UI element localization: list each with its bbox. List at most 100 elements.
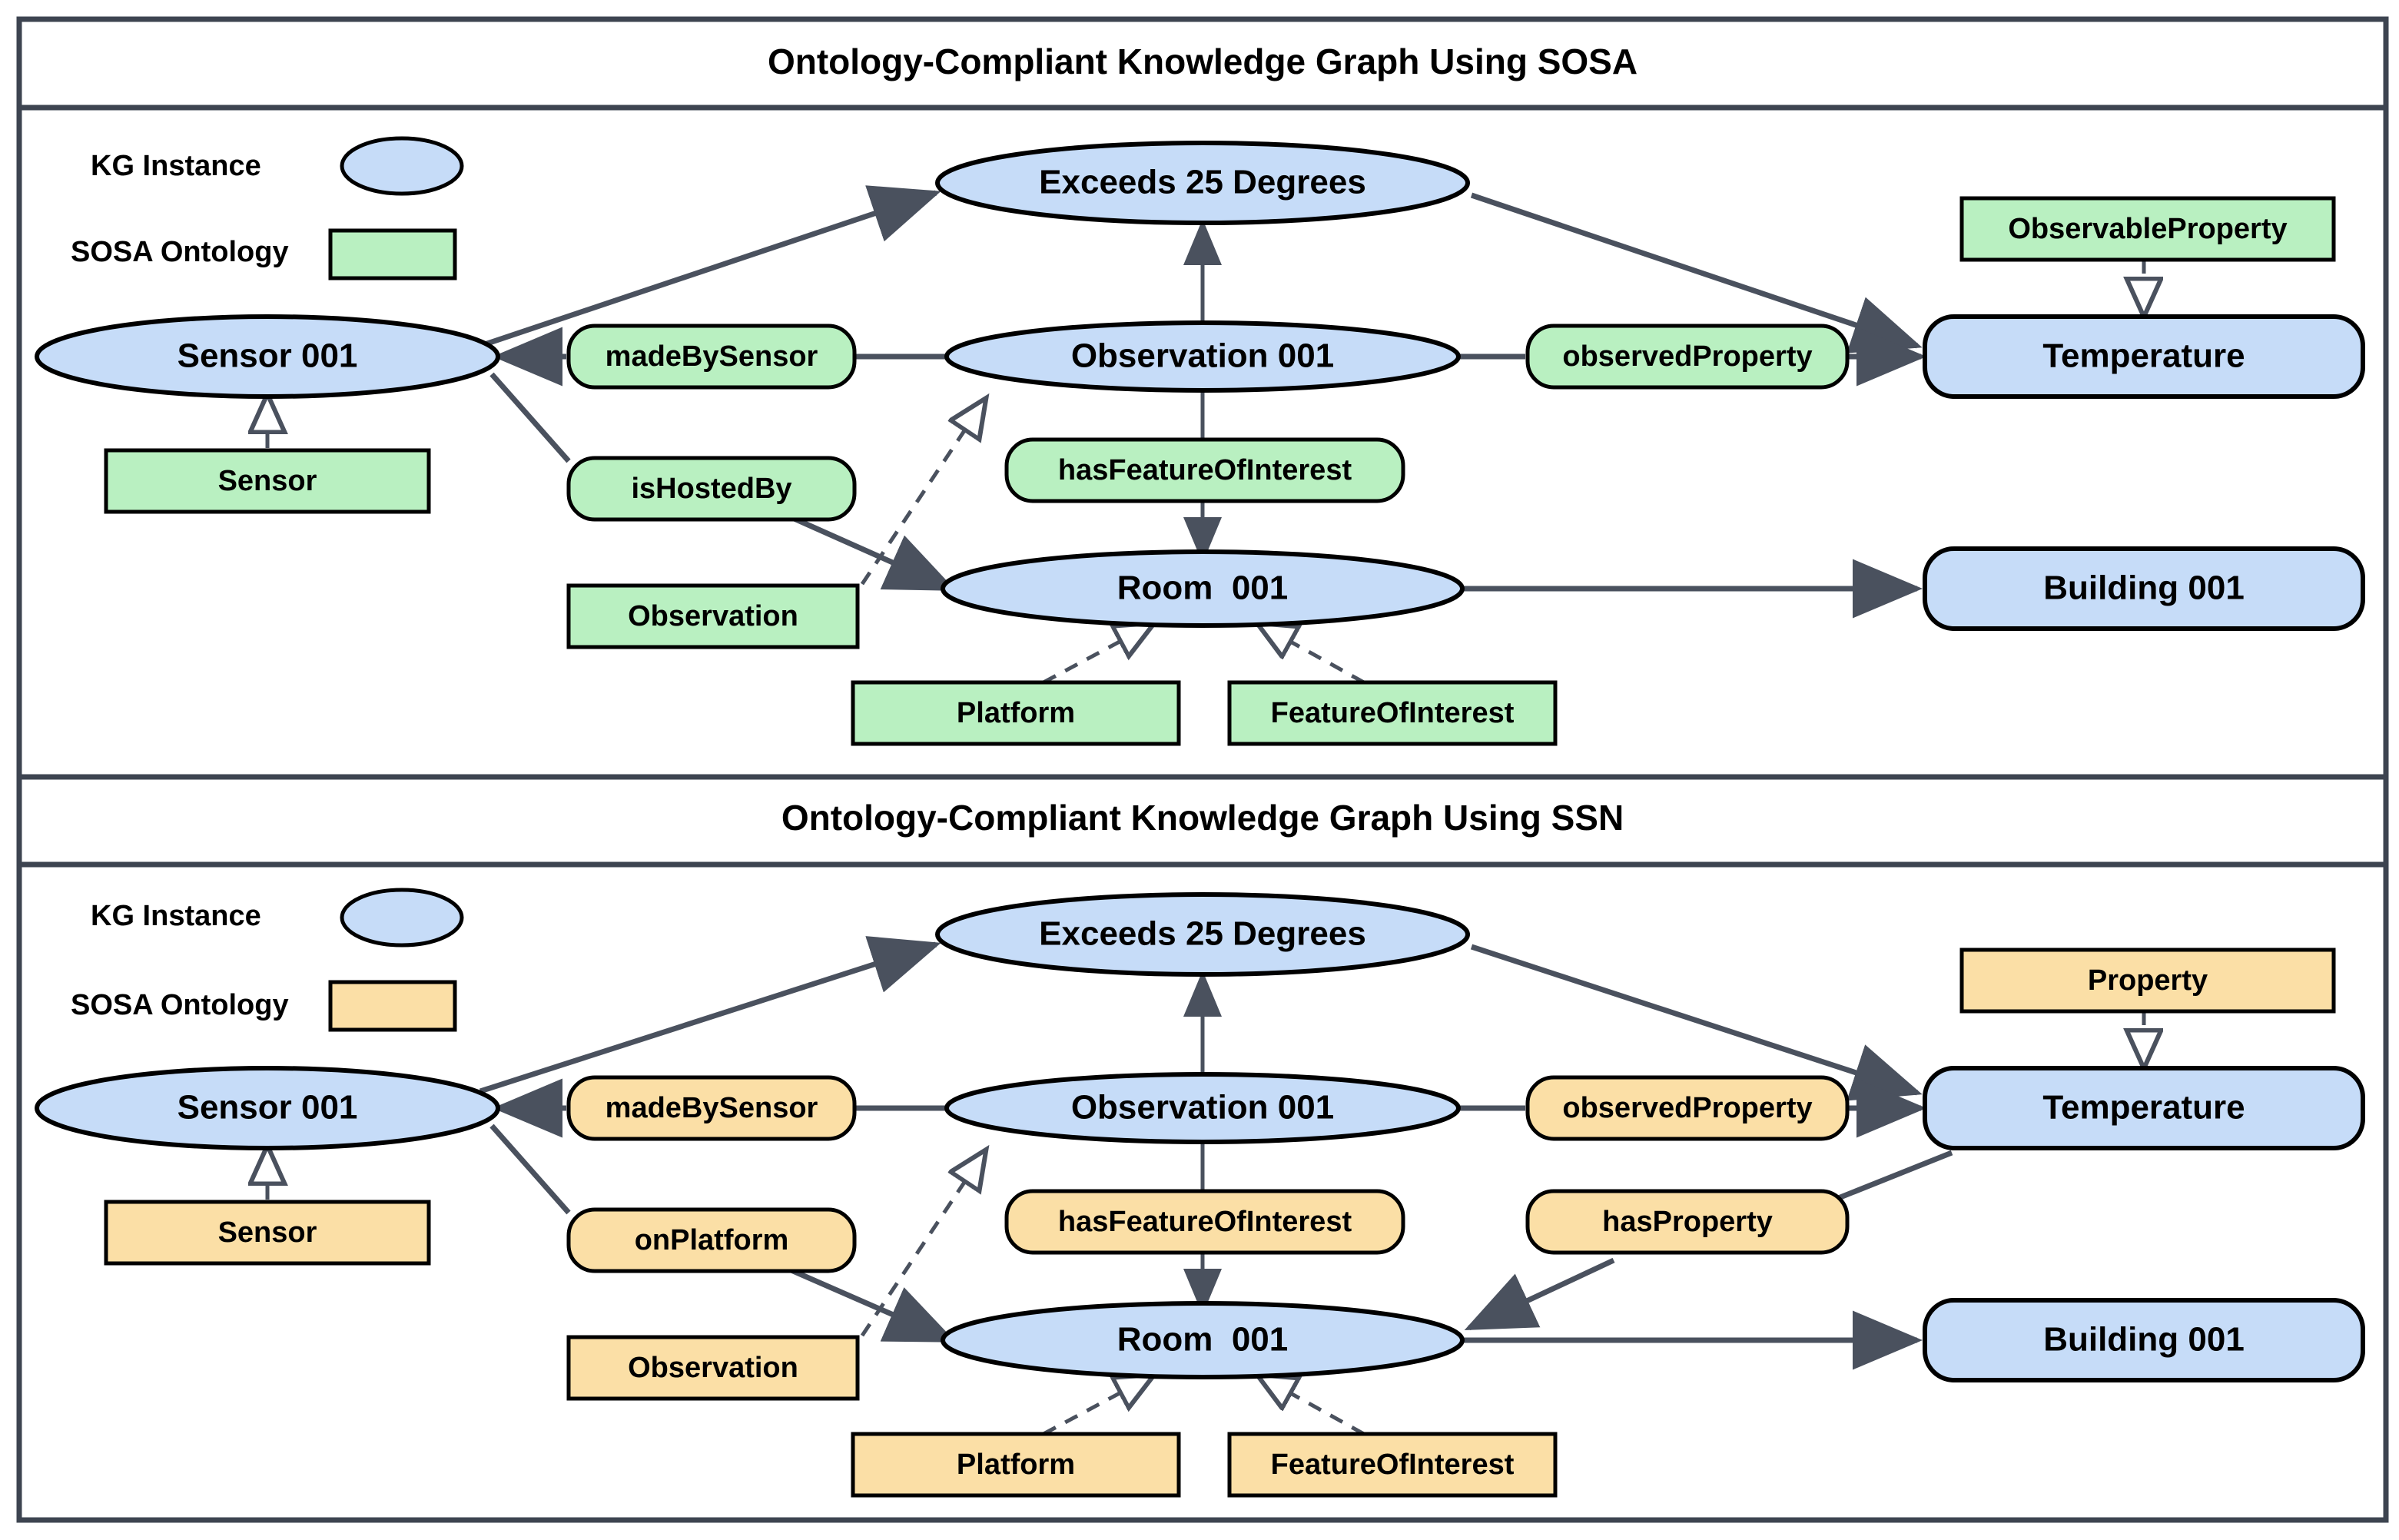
sosa-node-temperature-label: Temperature [2042,337,2245,375]
sosa-class-sensor[interactable]: Sensor [104,448,431,514]
ssn-node-temperature[interactable]: Temperature [1923,1066,2365,1150]
sosa-class-featureofinterest-label: FeatureOfInterest [1271,697,1515,729]
sosa-class-observableproperty-label: ObservableProperty [2008,213,2287,245]
sosa-property-hasfeatureofinterest-label: hasFeatureOfInterest [1058,454,1352,486]
ssn-class-property-label: Property [2088,964,2208,997]
ssn-legend-swatch-ontology [328,980,457,1032]
sosa-node-observation001[interactable]: Observation 001 [944,320,1461,393]
sosa-node-building001[interactable]: Building 001 [1923,546,2365,631]
sosa-legend-swatch-instance [340,136,464,196]
ssn-property-observedproperty-label: observedProperty [1562,1092,1812,1124]
sosa-property-madebysensor-shape [566,324,857,390]
sosa-node-room001-shape [941,549,1465,628]
sosa-class-sensor-label: Sensor [218,465,317,497]
sosa-node-room001-label: Room 001 [1117,569,1289,607]
ssn-node-building001-label: Building 001 [2043,1321,2245,1359]
ssn-node-room001-label: Room 001 [1117,1321,1289,1359]
sosa-node-building001-shape [1923,546,2365,631]
ssn-class-sensor[interactable]: Sensor [104,1200,431,1266]
sosa-type-link-featureofinterest [1259,624,1365,685]
sosa-class-observation-shape [566,583,860,649]
sosa-property-madebysensor[interactable]: madeBySensor [566,324,857,390]
sosa-class-featureofinterest[interactable]: FeatureOfInterest [1227,680,1558,746]
ssn-property-onplatform-label: onPlatform [635,1224,789,1256]
ssn-class-featureofinterest[interactable]: FeatureOfInterest [1227,1432,1558,1498]
sosa-class-observation-label: Observation [628,600,798,632]
sosa-property-observedproperty-label: observedProperty [1562,340,1812,373]
ssn-node-observation001[interactable]: Observation 001 [944,1072,1461,1144]
ssn-panel-title: Ontology-Compliant Knowledge Graph Using… [781,798,1624,838]
ssn-edge-onplatform-to-room [767,1257,957,1343]
ssn-property-hasproperty-label: hasProperty [1602,1206,1773,1238]
ssn-property-hasfeatureofinterest-shape [1004,1189,1405,1255]
sosa-type-link-observation [860,400,985,586]
ssn-type-link-platform [1042,1376,1153,1436]
ssn-class-platform-label: Platform [957,1449,1075,1481]
sosa-node-exceeds[interactable]: Exceeds 25 Degrees [935,141,1470,225]
sosa-class-platform-shape [851,680,1181,746]
ssn-edge-hasproperty-to-room [1464,1257,1615,1331]
ssn-type-link-observation [860,1151,985,1337]
ssn-property-madebysensor-shape [566,1075,857,1141]
ssn-node-sensor001-shape [35,1066,500,1150]
sosa-property-observedproperty[interactable]: observedProperty [1525,324,1850,390]
sosa-class-observableproperty[interactable]: ObservableProperty [1959,196,2336,262]
sosa-node-sensor001[interactable]: Sensor 001 [35,314,500,399]
ssn-class-platform-shape [851,1432,1181,1498]
ssn-class-property[interactable]: Property [1959,948,2336,1014]
ssn-legend: KG Instance SOSA Ontology [71,888,464,1032]
sosa-class-sensor-shape [104,448,431,514]
sosa-type-link-platform [1042,624,1153,685]
ssn-node-exceeds[interactable]: Exceeds 25 Degrees [935,892,1470,977]
ssn-node-room001[interactable]: Room 001 [941,1301,1465,1379]
ssn-property-onplatform-shape [566,1207,857,1273]
ssn-node-sensor001[interactable]: Sensor 001 [35,1066,500,1150]
ssn-node-exceeds-shape [935,892,1470,977]
sosa-legend: KG Instance SOSA Ontology [71,136,464,280]
sosa-property-observedproperty-shape [1525,324,1850,390]
ssn-property-hasfeatureofinterest[interactable]: hasFeatureOfInterest [1004,1189,1405,1255]
ssn-class-observation-shape [566,1335,860,1401]
sosa-property-hasfeatureofinterest[interactable]: hasFeatureOfInterest [1004,437,1405,503]
sosa-class-observation[interactable]: Observation [566,583,860,649]
ssn-node-temperature-shape [1923,1066,2365,1150]
sosa-property-ishostedby-shape [566,456,857,522]
sosa-node-temperature[interactable]: Temperature [1923,314,2365,399]
sosa-node-temperature-shape [1923,314,2365,399]
ssn-property-madebysensor[interactable]: madeBySensor [566,1075,857,1141]
ssn-property-madebysensor-label: madeBySensor [606,1092,818,1124]
ssn-edge-exceeds-to-temperature [1470,944,1923,1101]
panel-sosa: Ontology-Compliant Knowledge Graph Using… [19,41,2386,746]
ssn-legend-label-instance: KG Instance [91,900,261,932]
ssn-class-platform[interactable]: Platform [851,1432,1181,1498]
sosa-node-exceeds-shape [935,141,1470,225]
ssn-legend-swatch-instance [340,888,464,948]
ssn-property-observedproperty[interactable]: observedProperty [1525,1075,1850,1141]
ssn-property-hasproperty-shape [1525,1189,1850,1255]
ssn-property-hasproperty[interactable]: hasProperty [1525,1189,1850,1255]
ssn-type-link-featureofinterest [1259,1376,1365,1436]
ssn-property-hasfeatureofinterest-label: hasFeatureOfInterest [1058,1206,1352,1238]
ssn-class-sensor-shape [104,1200,431,1266]
sosa-node-building001-label: Building 001 [2043,569,2245,607]
sosa-class-platform[interactable]: Platform [851,680,1181,746]
sosa-edge-exceeds-to-temperature [1470,192,1923,353]
sosa-node-sensor001-label: Sensor 001 [178,337,358,375]
ssn-class-observation-label: Observation [628,1352,798,1384]
sosa-panel-title: Ontology-Compliant Knowledge Graph Using… [768,41,1637,81]
sosa-edge-sensor-to-exceeds [479,185,941,349]
ssn-node-temperature-label: Temperature [2042,1089,2245,1127]
sosa-class-observableproperty-shape [1959,196,2336,262]
ssn-node-sensor001-label: Sensor 001 [178,1089,358,1127]
ssn-node-building001[interactable]: Building 001 [1923,1298,2365,1382]
ssn-node-room001-shape [941,1301,1465,1379]
sosa-node-room001[interactable]: Room 001 [941,549,1465,628]
ssn-class-sensor-label: Sensor [218,1216,317,1249]
ssn-edge-sensor-to-onplatform [489,1123,571,1215]
outer-frame [16,16,2389,1523]
sosa-property-ishostedby[interactable]: isHostedBy [566,456,857,522]
ssn-node-observation001-label: Observation 001 [1071,1089,1334,1127]
ssn-property-onplatform[interactable]: onPlatform [566,1207,857,1273]
ssn-class-observation[interactable]: Observation [566,1335,860,1401]
